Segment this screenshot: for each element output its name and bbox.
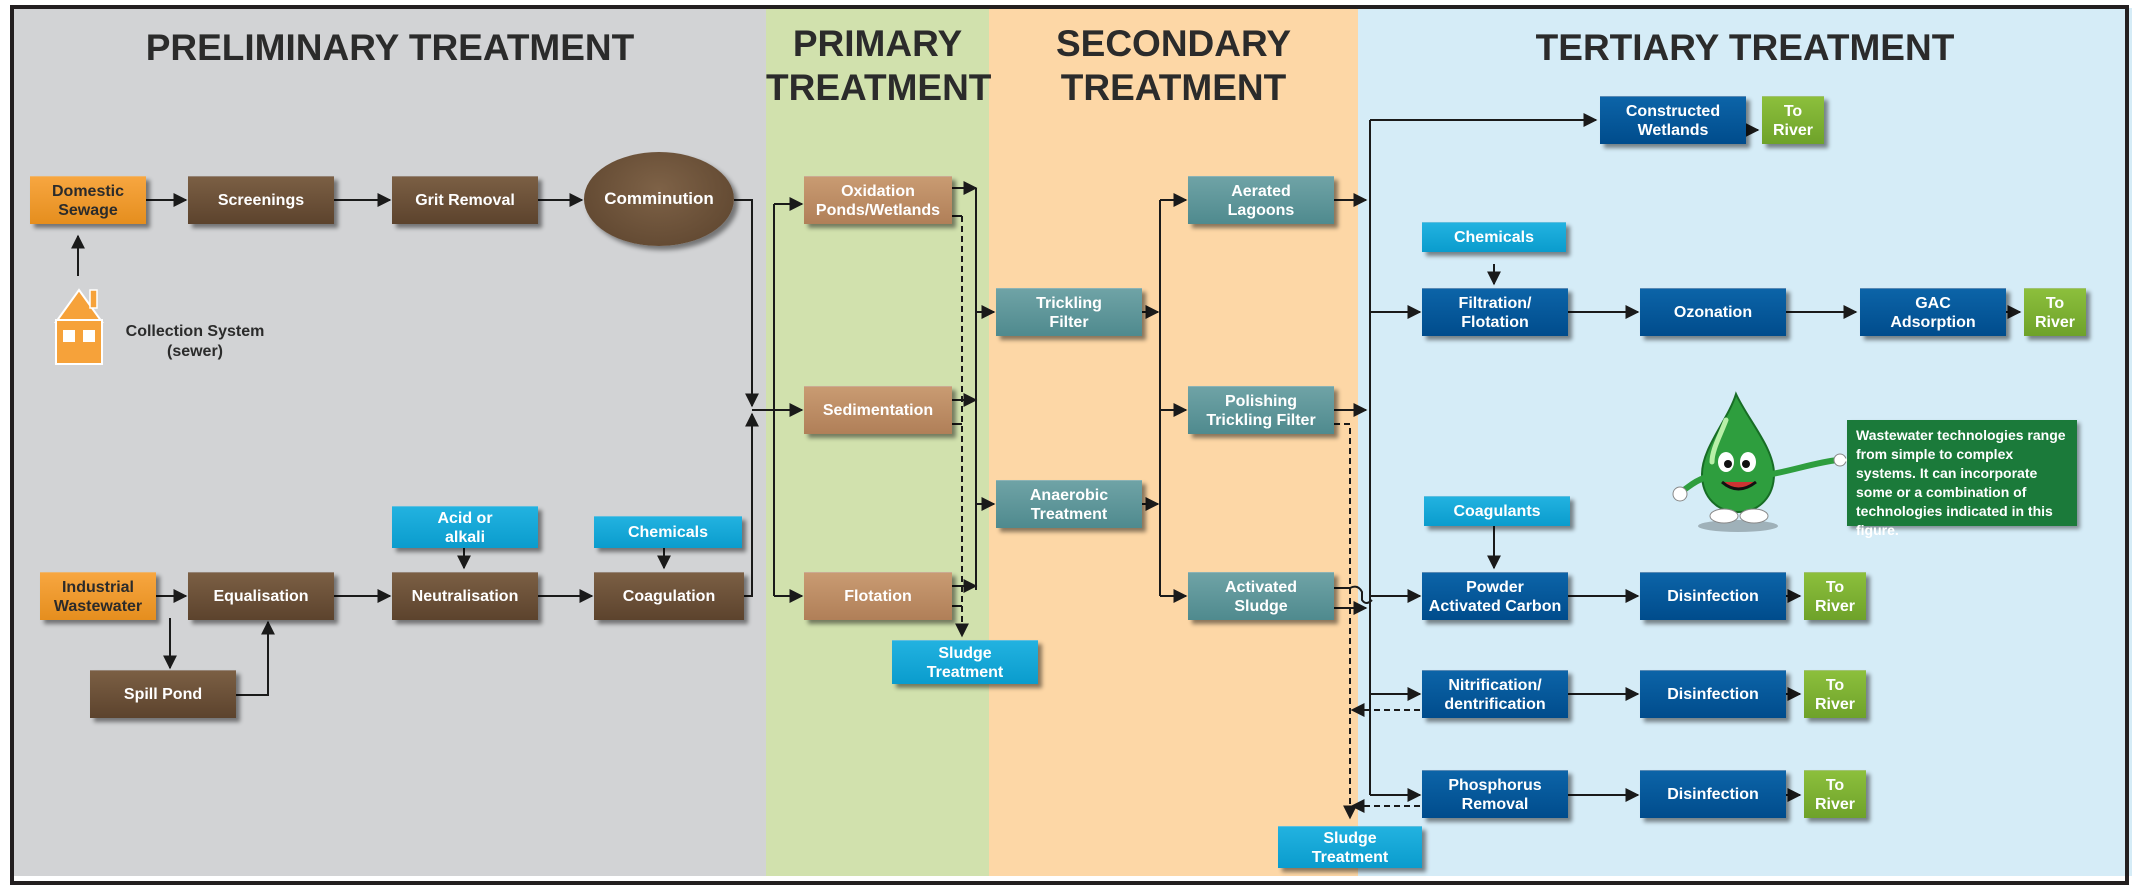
spill-pond-box: Spill Pond xyxy=(90,670,236,718)
to-river-box-3: To River xyxy=(1804,572,1866,620)
chemicals-box: Chemicals xyxy=(594,516,742,548)
flotation-box: Flotation xyxy=(804,572,952,620)
tertiary-title: TERTIARY TREATMENT xyxy=(1535,27,1955,68)
constructed-wetlands-box: Constructed Wetlands xyxy=(1600,96,1746,144)
secondary-title: SECONDARY TREATMENT xyxy=(1055,23,1292,108)
disinfection-box-3: Disinfection xyxy=(1640,770,1786,818)
acid-or-alkali-box: Acid or alkali xyxy=(392,506,538,548)
powder-activated-carbon-box: Powder Activated Carbon xyxy=(1422,572,1568,620)
collection-system-label: Collection System (sewer) xyxy=(125,323,265,360)
secondary-zone xyxy=(989,8,1358,876)
tertiary-chemicals-box: Chemicals xyxy=(1422,222,1566,252)
water-drop-mascot-icon xyxy=(1668,390,1852,536)
secondary-sludge-treatment-box: Sludge Treatment xyxy=(1278,826,1422,868)
anaerobic-treatment-box: Anaerobic Treatment xyxy=(996,480,1142,528)
grit-removal-box: Grit Removal xyxy=(392,176,538,224)
preliminary-title: PRELIMINARY TREATMENT xyxy=(145,27,635,68)
to-river-box-1: To River xyxy=(1762,96,1824,144)
to-river-box-2: To River xyxy=(2024,288,2086,336)
filtration-flotation-box: Filtration/ Flotation xyxy=(1422,288,1568,336)
industrial-wastewater-box: Industrial Wastewater xyxy=(40,572,156,620)
to-river-box-4: To River xyxy=(1804,670,1866,718)
gac-adsorption-box: GAC Adsorption xyxy=(1860,288,2006,336)
equalisation-box: Equalisation xyxy=(188,572,334,620)
disinfection-box-1: Disinfection xyxy=(1640,572,1786,620)
aerated-lagoons-box: Aerated Lagoons xyxy=(1188,176,1334,224)
trickling-filter-box: Trickling Filter xyxy=(996,288,1142,336)
house-icon xyxy=(54,286,104,366)
ozonation-box: Ozonation xyxy=(1640,288,1786,336)
sedimentation-box: Sedimentation xyxy=(804,386,952,434)
nitrification-box: Nitrification/ dentrification xyxy=(1422,670,1568,718)
primary-title: PRIMARY TREATMENT xyxy=(766,23,992,108)
phosphorus-removal-box: Phosphorus Removal xyxy=(1422,770,1568,818)
comminution-node: Comminution xyxy=(584,152,734,246)
coagulation-box: Coagulation xyxy=(594,572,744,620)
primary-sludge-treatment-box: Sludge Treatment xyxy=(892,640,1038,684)
neutralisation-box: Neutralisation xyxy=(392,572,538,620)
activated-sludge-box: Activated Sludge xyxy=(1188,572,1334,620)
disinfection-box-2: Disinfection xyxy=(1640,670,1786,718)
screenings-box: Screenings xyxy=(188,176,334,224)
mascot-note: Wastewater technologies range from simpl… xyxy=(1847,420,2077,538)
domestic-sewage-box: Domestic Sewage xyxy=(30,176,146,224)
coagulants-box: Coagulants xyxy=(1424,496,1570,526)
primary-zone xyxy=(766,8,989,876)
polishing-trickling-filter-box: Polishing Trickling Filter xyxy=(1188,386,1334,434)
to-river-box-5: To River xyxy=(1804,770,1866,818)
oxidation-ponds-box: Oxidation Ponds/Wetlands xyxy=(804,176,952,224)
